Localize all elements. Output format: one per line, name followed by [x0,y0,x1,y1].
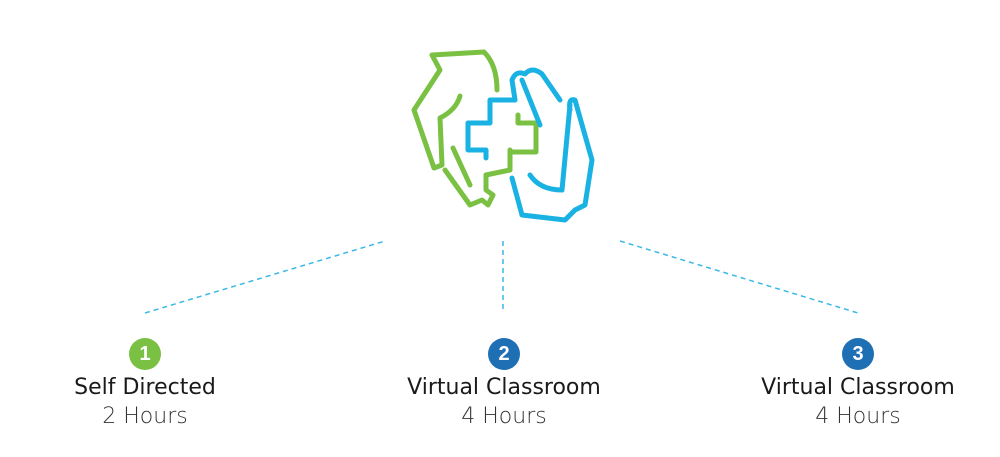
step-title: Self Directed [74,375,216,400]
step-3: 3 Virtual Classroom 4 Hours [708,338,1000,432]
hands-medical-cross-icon [411,49,595,223]
connectors [144,240,859,314]
green-cross-part [507,112,539,173]
step-title: Virtual Classroom [761,375,955,400]
blue-hand [509,67,595,223]
step-2: 2 Virtual Classroom 4 Hours [354,338,654,432]
step-hours: 4 Hours [461,404,547,429]
step-number-badge: 2 [488,338,520,370]
step-title: Virtual Classroom [407,375,601,400]
step-hours: 2 Hours [102,404,188,429]
connector-1 [144,240,386,314]
step-1: 1 Self Directed 2 Hours [0,338,295,432]
step-hours: 4 Hours [815,404,901,429]
step-number-badge: 1 [129,338,161,370]
blue-cross-part [465,97,518,161]
connector-3 [619,240,859,314]
green-hand [411,49,513,208]
step-number-badge: 3 [842,338,874,370]
